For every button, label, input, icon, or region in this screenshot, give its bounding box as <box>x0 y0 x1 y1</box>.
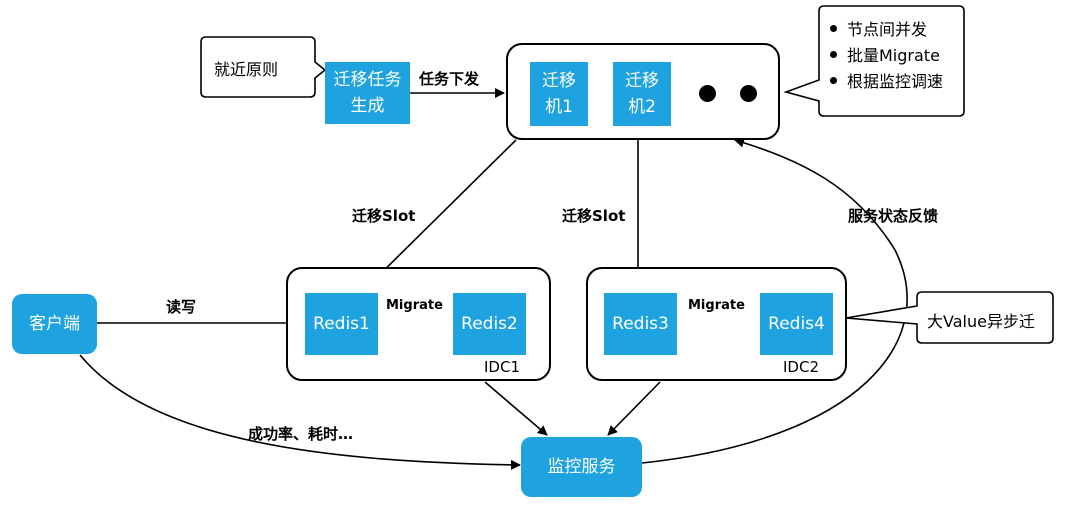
features-item: 根据监控调速 <box>830 67 943 93</box>
features-list: 节点间并发 批量Migrate 根据监控调速 <box>830 15 943 93</box>
redis4-node: Redis4 <box>760 293 833 355</box>
feedback-label: 服务状态反馈 <box>848 207 939 225</box>
features-item-text: 节点间并发 <box>847 20 928 39</box>
idc1-label: IDC1 <box>484 358 520 376</box>
ellipsis-dot-2 <box>740 85 757 102</box>
features-item: 批量Migrate <box>830 41 943 67</box>
task-generation: 迁移任务 生成 <box>325 62 410 124</box>
big-value-callout-shape <box>845 291 1054 344</box>
task-generation-line2: 生成 <box>350 96 385 116</box>
migrator-2-line2: 机2 <box>628 97 656 117</box>
migrator-2: 迁移 机2 <box>613 62 671 126</box>
idc2-label: IDC2 <box>783 358 819 376</box>
migrate-label-1: Migrate <box>386 298 443 313</box>
monitor-label: 监控服务 <box>547 457 616 477</box>
rule-callout-shape <box>200 36 327 98</box>
client-label: 客户端 <box>29 314 80 334</box>
monitor-service-node: 监控服务 <box>521 437 642 497</box>
feedback-arrow <box>641 137 908 464</box>
redis1-label: Redis1 <box>313 314 370 334</box>
client-node: 客户端 <box>12 294 97 354</box>
bullet-icon <box>830 24 837 32</box>
redis2-node: Redis2 <box>453 293 526 355</box>
task-generation-line1: 迁移任务 <box>333 70 402 90</box>
redis2-label: Redis2 <box>461 314 518 334</box>
redis3-node: Redis3 <box>604 293 677 355</box>
rule-callout-text: 就近原则 <box>214 60 279 79</box>
migrate-slot-label-1: 迁移Slot <box>352 207 416 225</box>
features-item-text: 批量Migrate <box>847 46 940 65</box>
dispatch-label: 任务下发 <box>419 70 480 88</box>
migrator-1: 迁移 机1 <box>530 62 588 126</box>
migrator-1-line1: 迁移 <box>542 71 576 91</box>
big-value-callout-text: 大Value异步迁 <box>927 312 1035 331</box>
read-write-label: 读写 <box>166 298 197 316</box>
migrate-label-2: Migrate <box>688 298 745 313</box>
ellipsis-dot-1 <box>699 85 716 102</box>
migrate-slot-label-2: 迁移Slot <box>562 207 626 225</box>
redis1-node: Redis1 <box>305 293 378 355</box>
redis3-label: Redis3 <box>612 314 669 334</box>
bullet-icon <box>830 76 837 84</box>
idc1-to-monitor-arrow <box>484 381 548 436</box>
bullet-icon <box>830 50 837 58</box>
migrator-1-line2: 机1 <box>545 97 573 117</box>
migrator-2-line1: 迁移 <box>625 71 659 91</box>
client-to-monitor-arrow <box>79 354 521 470</box>
success-rate-label: 成功率、耗时… <box>248 425 354 443</box>
slot-arrow-1 <box>364 139 517 290</box>
features-item: 节点间并发 <box>830 15 943 41</box>
redis4-label: Redis4 <box>768 314 825 334</box>
features-item-text: 根据监控调速 <box>847 72 944 91</box>
idc2-to-monitor-arrow <box>607 381 661 436</box>
features-callout-shape <box>783 5 965 117</box>
